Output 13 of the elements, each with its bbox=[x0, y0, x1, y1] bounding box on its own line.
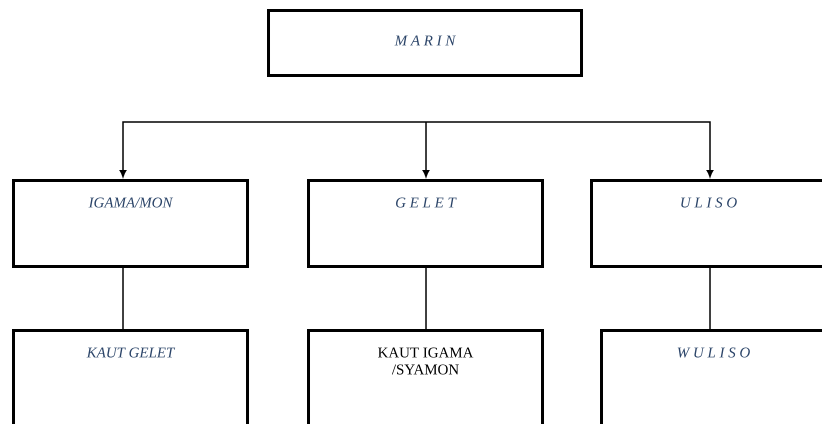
connector-line bbox=[425, 268, 427, 329]
box: KAUT GELET bbox=[12, 329, 249, 424]
box: W U L I S O bbox=[600, 329, 822, 424]
connector-line bbox=[709, 268, 711, 329]
arrow bbox=[120, 121, 426, 178]
box: IGAMA/MON bbox=[12, 179, 249, 268]
box: G E L E T bbox=[307, 179, 544, 268]
arrow bbox=[422, 122, 430, 178]
box: KAUT IGAMA /SYAMON bbox=[307, 329, 544, 424]
arrow bbox=[426, 121, 714, 178]
connector-line bbox=[122, 268, 124, 329]
box: M A R I N bbox=[267, 9, 583, 77]
box: U L I S O bbox=[590, 179, 822, 268]
